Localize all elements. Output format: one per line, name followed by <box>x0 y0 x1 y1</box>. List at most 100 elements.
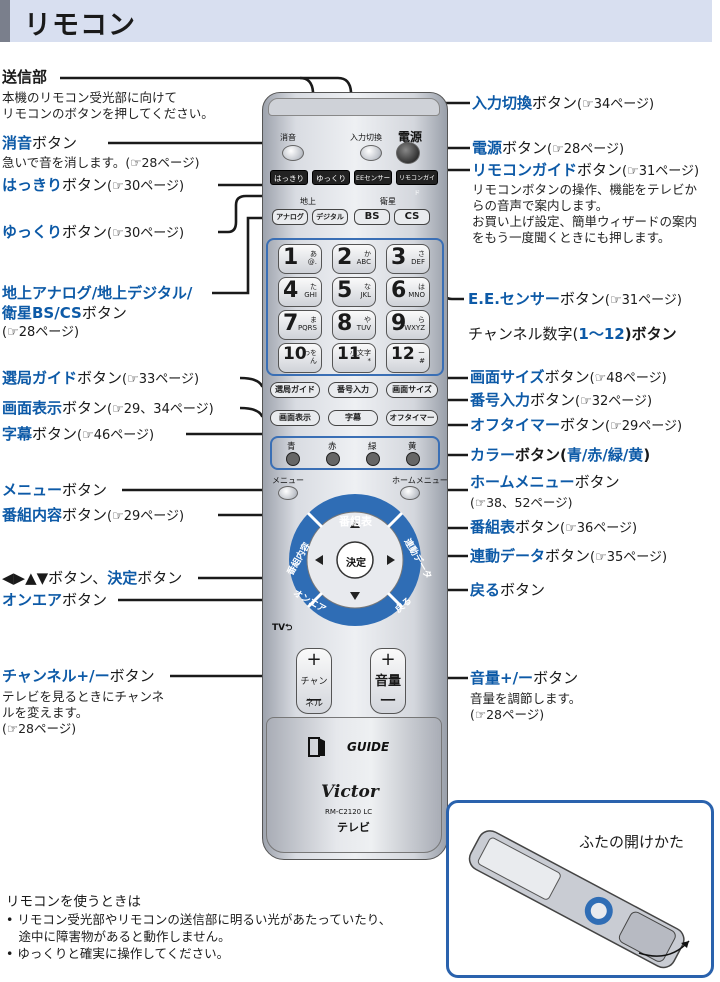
color-buttons-group <box>270 436 440 470</box>
display-button[interactable]: 画面表示 <box>270 410 320 426</box>
label-color: カラーボタン(青/赤/緑/黄) <box>470 446 651 464</box>
label-shouon: 消音ボタン <box>2 134 78 152</box>
volume-updown-button[interactable]: + 音量 ー <box>370 648 406 714</box>
label-arrows: ◀▶▲▼ボタン、決定ボタン <box>2 569 183 587</box>
chijou-caption: 地上 <box>300 197 316 206</box>
number-key-chars: な JKL <box>360 283 371 299</box>
terebi-label: テレビ <box>337 821 370 834</box>
senkyoku-guide-button[interactable]: 選局ガイド <box>270 382 320 398</box>
label-chijou-1: 地上アナログ/地上デジタル/ <box>2 284 193 302</box>
label-onair: オンエアボタン <box>2 591 108 609</box>
desc-guide-1: リモコンボタンの操作、機能をテレビか <box>472 182 698 197</box>
blue-caption: 青 <box>287 442 296 452</box>
volume-minus: ー <box>379 691 397 712</box>
ok-button[interactable]: 決定 <box>346 558 366 569</box>
number-input-button[interactable]: 番号入力 <box>328 382 378 398</box>
ee-sensor-button[interactable]: EEセンサー <box>354 170 392 185</box>
red-caption: 赤 <box>328 442 337 452</box>
number-key-digit: 5 <box>337 278 353 303</box>
label-offtimer: オフタイマーボタン(☞29ページ) <box>470 416 683 434</box>
number-key-chars: か ABC <box>356 250 371 266</box>
cs-button[interactable]: CS <box>394 209 430 225</box>
mute-button[interactable] <box>282 145 304 161</box>
label-nyuryoku: 入力切換ボタン(☞34ページ) <box>472 94 655 112</box>
page-title-bar: リモコン <box>0 0 712 42</box>
red-button[interactable] <box>326 452 340 466</box>
label-bangumihyou: 番組表ボタン(☞36ページ) <box>470 518 638 536</box>
hakkiri-button[interactable]: はっきり <box>270 170 308 185</box>
label-gamensize: 画面サイズボタン(☞48ページ) <box>470 368 667 386</box>
label-naiyou: 番組内容ボタン(☞29ページ) <box>2 506 185 524</box>
digital-button[interactable]: デジタル <box>312 209 348 225</box>
number-key-digit: 10 <box>283 344 307 364</box>
volume-caption: 音量 <box>374 674 401 689</box>
green-button[interactable] <box>366 452 380 466</box>
channel-caption: チャンネル <box>300 677 328 709</box>
label-modoru: 戻るボタン <box>470 581 546 599</box>
bs-button[interactable]: BS <box>354 209 390 225</box>
desc-shouon: 急いで音を消します。(☞28ページ) <box>2 155 200 170</box>
page-title: リモコン <box>24 10 136 41</box>
number-key-digit: 7 <box>283 311 299 336</box>
label-gamenhyouji: 画面表示ボタン(☞29、34ページ) <box>2 399 214 417</box>
blue-button[interactable] <box>286 452 300 466</box>
remote-guide-button[interactable]: リモコンガイド <box>396 170 438 197</box>
yellow-caption: 黄 <box>408 442 417 452</box>
number-key-chars: ま PQRS <box>297 316 317 332</box>
subtitle-button[interactable]: 字幕 <box>328 410 378 426</box>
door-icon <box>308 737 325 757</box>
screen-size-button[interactable]: 画面サイズ <box>386 382 438 398</box>
channel-minus: ー <box>305 691 323 712</box>
number-key-chars: ら WXYZ <box>404 316 425 332</box>
leader-gamenhyouji <box>239 406 272 418</box>
menu-caption: メニュー <box>272 476 304 485</box>
yukkuri-button[interactable]: ゆっくり <box>312 170 350 185</box>
number-key-digit: 4 <box>283 278 299 303</box>
number-key-5[interactable]: 5 な JKL <box>332 277 376 307</box>
model-number: RM-C2120 LC <box>325 808 373 816</box>
note-item: • リモコン受光部やリモコンの送信部に明るい光があたっていたり、 <box>6 912 392 927</box>
label-volume: 音量+/ーボタン <box>470 669 579 687</box>
label-jimaku: 字幕ボタン(☞46ページ) <box>2 425 155 443</box>
menu-button[interactable] <box>278 486 298 500</box>
number-key-digit: 11 <box>337 344 361 364</box>
number-key-chars: あ @. <box>307 250 317 266</box>
label-bangou: 番号入力ボタン(☞32ページ) <box>470 391 653 409</box>
power-caption: 電源 <box>398 130 423 144</box>
number-key-chars: は MNO <box>408 283 425 299</box>
label-yukkuri: ゆっくりボタン(☞30ページ) <box>2 223 185 241</box>
input-select-button[interactable] <box>360 145 382 161</box>
power-button[interactable] <box>396 142 420 164</box>
number-key-digit: 8 <box>337 311 353 336</box>
epg-button[interactable]: 番組表 <box>339 515 372 528</box>
remote-lid[interactable]: GUIDE Victor RM-C2120 LC テレビ <box>266 717 442 853</box>
desc-channel-1: テレビを見るときにチャンネ <box>2 689 165 704</box>
desc-home-ref: (☞38、52ページ) <box>470 495 573 510</box>
number-key-digit: 3 <box>391 245 407 270</box>
home-menu-button[interactable] <box>400 486 420 500</box>
channel-updown-button[interactable]: + チャンネル ー <box>296 648 332 714</box>
label-dengen: 電源ボタン(☞28ページ) <box>472 139 625 157</box>
yellow-button[interactable] <box>406 452 420 466</box>
dpad-ring <box>289 494 421 626</box>
analog-button[interactable]: アナログ <box>272 209 308 225</box>
label-rendou: 連動データボタン(☞35ページ) <box>470 547 668 565</box>
label-chijou-2: 衛星BS/CSボタン <box>2 304 127 322</box>
desc-channel-ref: (☞28ページ) <box>2 721 77 736</box>
leader-yukkuri <box>218 185 304 234</box>
label-channel: チャンネル+/ーボタン <box>2 667 155 685</box>
note-item: • ゆっくりと確実に操作してください。 <box>6 946 230 961</box>
off-timer-button[interactable]: オフタイマー <box>386 410 438 426</box>
